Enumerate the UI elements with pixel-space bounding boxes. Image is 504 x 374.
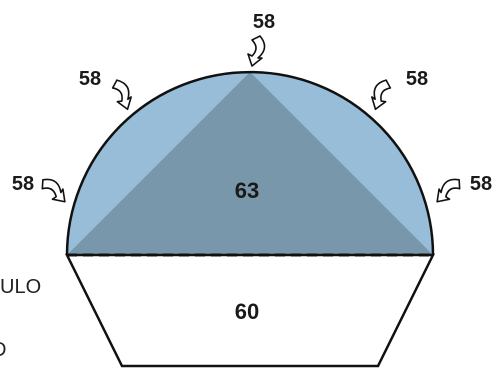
- trapezoid-value-label: 60: [235, 299, 259, 324]
- curved-arrow-upper-left-icon: [111, 79, 132, 111]
- arrow-right-label: 58: [470, 173, 492, 195]
- curved-arrow-top-icon: [247, 35, 266, 67]
- arrow-upper-right-label: 58: [406, 68, 428, 90]
- arch-outline: [65, 70, 435, 256]
- triangle-region: [67, 72, 433, 255]
- arrow-left-label: 58: [12, 173, 34, 195]
- curved-arrow-left-icon: [41, 178, 66, 203]
- curved-arrow-upper-right-icon: [371, 79, 392, 111]
- cut-text-line1: ULO: [0, 276, 41, 298]
- cut-text-line2: D: [0, 339, 6, 361]
- triangle-value-label: 63: [235, 178, 259, 203]
- arrow-upper-left-label: 58: [79, 68, 101, 90]
- arrow-top-label: 58: [253, 11, 275, 33]
- curved-arrow-right-icon: [436, 178, 461, 203]
